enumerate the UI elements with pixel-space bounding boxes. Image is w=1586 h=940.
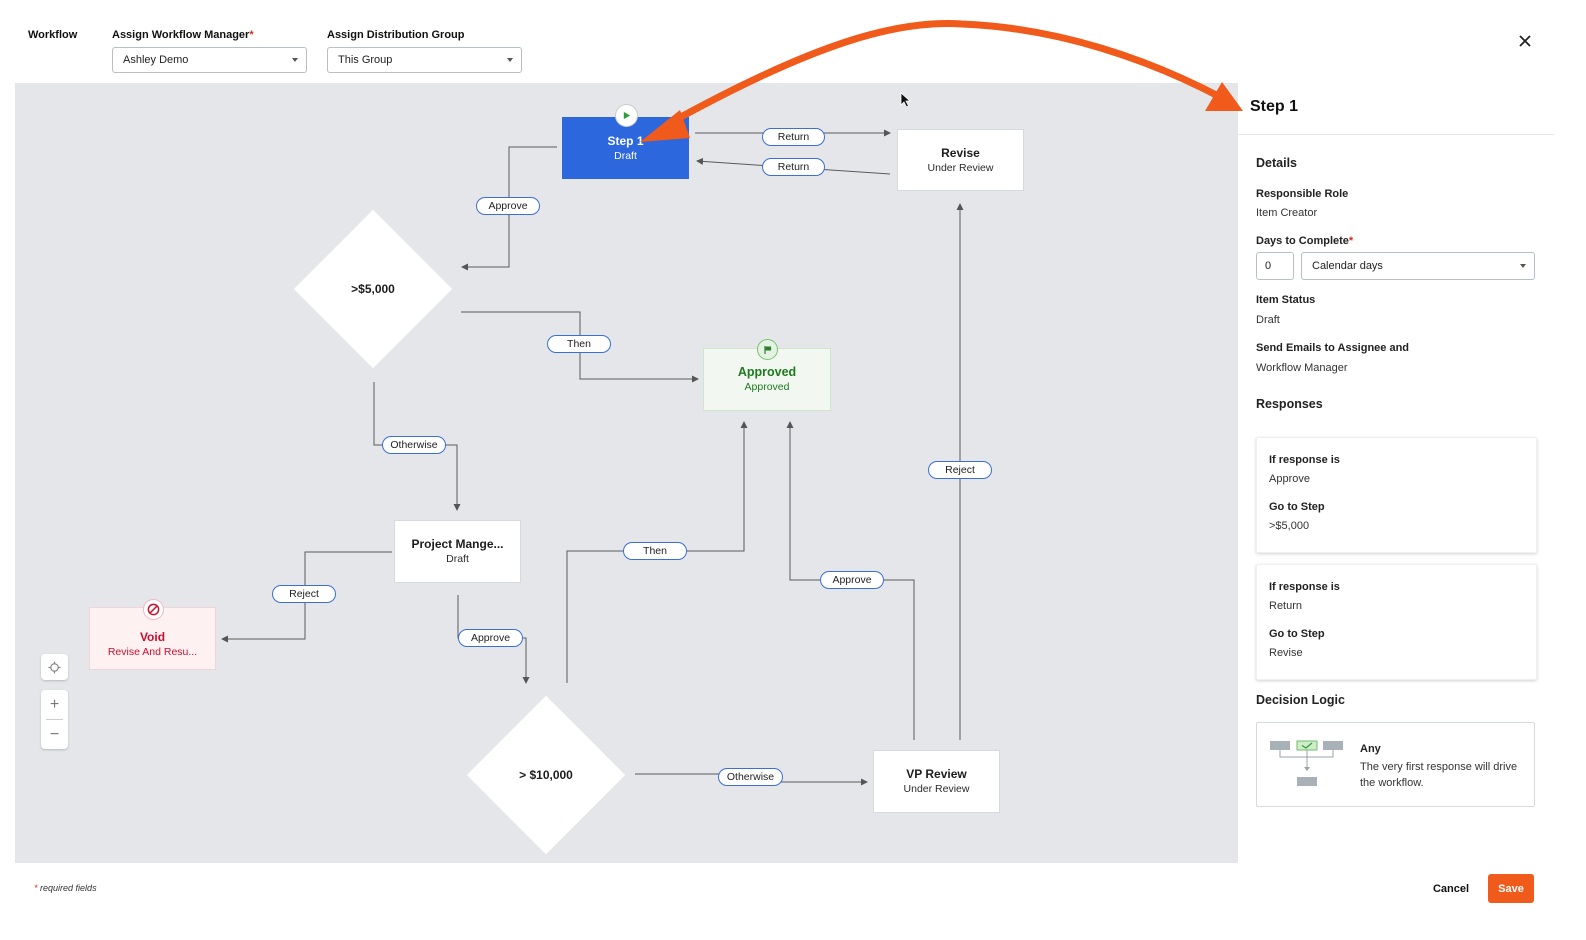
response-if-label: If response is — [1269, 454, 1340, 466]
response-if-label: If response is — [1269, 581, 1340, 593]
void-stop-icon — [143, 599, 164, 620]
vp-review-title: VP Review — [906, 767, 967, 781]
workflow-manager-value: Ashley Demo — [123, 54, 189, 66]
response-go-value: >$5,000 — [1269, 520, 1310, 532]
step1-title: Step 1 — [607, 133, 644, 148]
finish-flag-icon — [757, 339, 778, 360]
edge-label-return-1[interactable]: Return — [762, 128, 825, 146]
decision-logic-card[interactable]: Any The very first response will drive t… — [1256, 722, 1535, 807]
details-heading: Details — [1256, 156, 1297, 170]
decision-10000-label: > $10,000 — [519, 768, 573, 782]
approved-title: Approved — [737, 365, 797, 379]
vp-review-node[interactable]: VP Review Under Review — [873, 750, 1000, 813]
chevron-down-icon — [1520, 264, 1526, 268]
days-to-complete-value: 0 — [1265, 260, 1272, 272]
required-fields-note: * required fields — [34, 883, 97, 893]
decision-logic-description: The very first response will drive the w… — [1360, 761, 1518, 789]
response-go-label: Go to Step — [1269, 501, 1325, 513]
decision-logic-title: Any — [1360, 743, 1381, 755]
item-status-value: Draft — [1256, 314, 1280, 326]
workflow-canvas[interactable]: Step 1 Draft Revise Under Review Approve… — [15, 83, 1237, 863]
cancel-button[interactable]: Cancel — [1432, 882, 1470, 895]
close-icon[interactable] — [1517, 33, 1533, 49]
response-if-value: Return — [1269, 600, 1303, 612]
distribution-group-label: Assign Distribution Group — [327, 29, 465, 41]
revise-title: Revise — [941, 145, 980, 160]
step1-status: Draft — [614, 149, 637, 162]
responsible-role-value: Item Creator — [1256, 207, 1318, 219]
panel-title: Step 1 — [1250, 98, 1299, 115]
response-if-value: Approve — [1269, 473, 1310, 485]
edge-label-then-2[interactable]: Then — [623, 542, 687, 560]
item-status-label: Item Status — [1256, 294, 1316, 306]
send-emails-value: Workflow Manager — [1256, 362, 1348, 374]
send-emails-label: Send Emails to Assignee and — [1256, 342, 1410, 354]
chevron-down-icon — [292, 58, 298, 62]
revise-status: Under Review — [927, 161, 994, 174]
project-manager-title: Project Mange... — [411, 537, 504, 551]
save-button[interactable]: Save — [1488, 874, 1534, 903]
manager-label: Assign Workflow Manager* — [112, 29, 254, 41]
distribution-group-value: This Group — [338, 54, 393, 66]
responses-heading: Responses — [1256, 397, 1323, 411]
response-card[interactable]: If response is Return Go to Step Revise — [1256, 564, 1537, 680]
days-unit-select[interactable]: Calendar days — [1301, 252, 1535, 280]
edge-label-approve-1[interactable]: Approve — [476, 197, 540, 215]
project-manager-node[interactable]: Project Mange... Draft — [394, 520, 521, 583]
edge-label-reject-2[interactable]: Reject — [928, 461, 992, 479]
panel-divider — [1238, 134, 1554, 135]
step-details-panel: Step 1 Details Responsible Role Item Cre… — [1237, 83, 1554, 863]
decision-5000-label: >$5,000 — [351, 282, 395, 296]
days-to-complete-label: Days to Complete* — [1256, 235, 1354, 247]
zoom-in-button[interactable]: + — [49, 695, 60, 713]
edge-label-reject-1[interactable]: Reject — [272, 585, 336, 603]
mouse-cursor-icon — [900, 92, 912, 113]
revise-node[interactable]: Revise Under Review — [897, 129, 1024, 191]
edge-label-otherwise-2[interactable]: Otherwise — [718, 768, 783, 786]
project-manager-status: Draft — [446, 553, 469, 565]
decision-logic-heading: Decision Logic — [1256, 693, 1345, 707]
void-title: Void — [139, 630, 166, 644]
zoom-divider — [46, 719, 63, 720]
void-status: Revise And Resu... — [107, 646, 198, 658]
approved-status: Approved — [744, 381, 790, 393]
workflow-label: Workflow — [28, 29, 78, 41]
response-go-value: Revise — [1269, 647, 1303, 659]
response-card[interactable]: If response is Approve Go to Step >$5,00… — [1256, 437, 1537, 553]
zoom-control-group: + − — [41, 690, 68, 749]
edge-label-approve-3[interactable]: Approve — [820, 571, 884, 589]
zoom-out-button[interactable]: − — [49, 725, 60, 743]
responsible-role-label: Responsible Role — [1256, 188, 1349, 200]
edge-label-return-2[interactable]: Return — [762, 158, 825, 176]
decision-any-diagram-icon — [1269, 739, 1345, 791]
distribution-group-select[interactable]: This Group — [327, 47, 522, 73]
edge-label-approve-2[interactable]: Approve — [458, 629, 523, 647]
response-go-label: Go to Step — [1269, 628, 1325, 640]
recenter-crosshair-icon[interactable] — [41, 654, 68, 680]
chevron-down-icon — [507, 58, 513, 62]
play-icon — [615, 104, 638, 127]
edge-label-otherwise-1[interactable]: Otherwise — [382, 436, 446, 454]
edge-label-then-1[interactable]: Then — [547, 335, 611, 353]
days-unit-value: Calendar days — [1312, 260, 1383, 272]
days-to-complete-input[interactable]: 0 — [1256, 252, 1294, 280]
connector-lines — [221, 129, 964, 786]
workflow-manager-select[interactable]: Ashley Demo — [112, 47, 307, 73]
vp-review-status: Under Review — [903, 783, 970, 795]
